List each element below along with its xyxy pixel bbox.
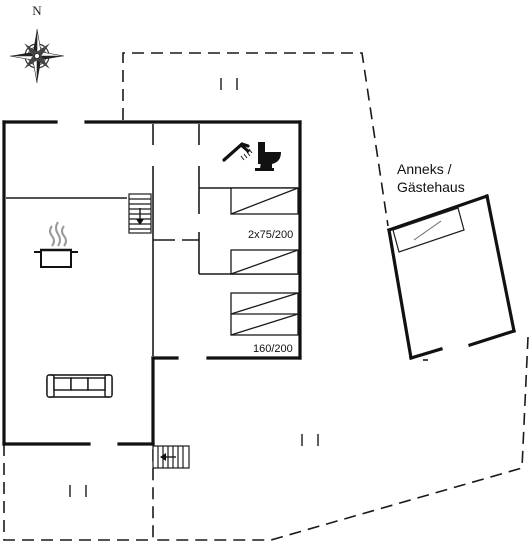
terrace-outline [3, 52, 529, 541]
toilet-icon [255, 142, 281, 171]
door-marks [69, 78, 319, 497]
bed-icon [392, 207, 465, 253]
double-bed-label: 160/200 [253, 343, 293, 355]
annex-label-line1: Anneks / [397, 161, 452, 177]
twin-bed-label: 2x75/200 [248, 229, 293, 241]
bed-icon [230, 292, 299, 336]
stairs-icon [152, 445, 190, 469]
shower-icon [222, 142, 253, 162]
stairs-icon [128, 193, 152, 234]
bed-icon [230, 249, 299, 275]
cooking-pot-icon [34, 221, 78, 268]
compass-north-label: N [32, 3, 42, 18]
annex-building [386, 193, 517, 360]
annex-label-line2: Gästehaus [397, 179, 465, 195]
bed-icon [230, 187, 299, 215]
sofa-icon [46, 374, 113, 398]
compass-rose-icon: N [9, 3, 65, 84]
house-walls [2, 120, 302, 446]
